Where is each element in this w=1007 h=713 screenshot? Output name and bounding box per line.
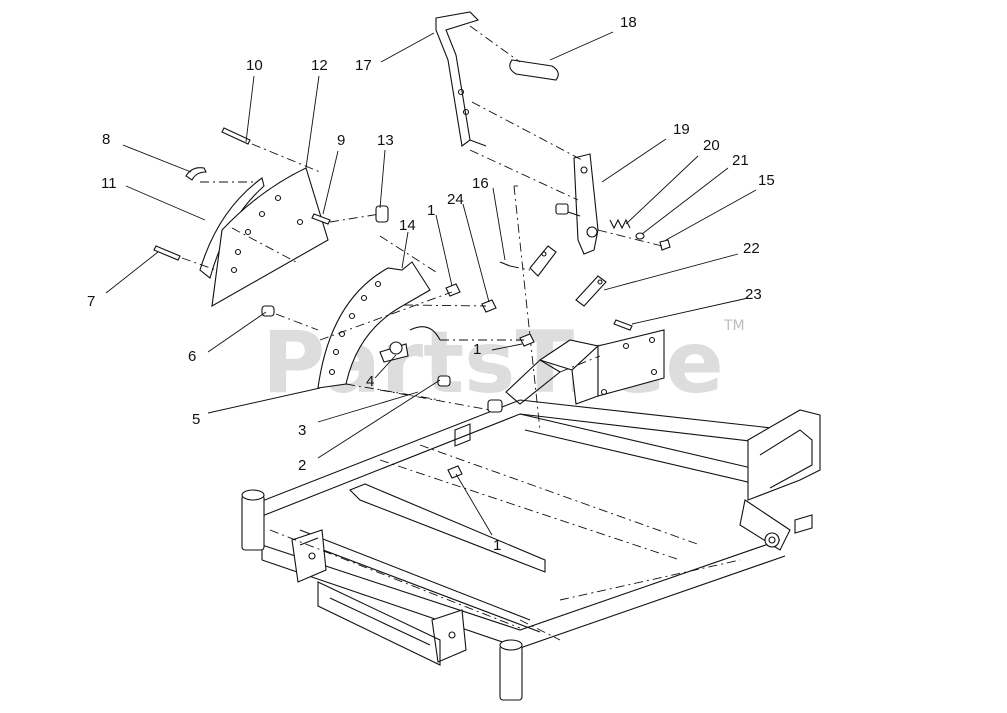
- callout-labels: 18 17 10 12 8 9 13 19 20 21 15 11 16 24 …: [87, 14, 775, 554]
- callout-8: 8: [102, 131, 110, 148]
- callout-7: 7: [87, 293, 95, 310]
- callout-21: 21: [732, 152, 749, 169]
- callout-17: 17: [355, 57, 372, 74]
- handle-assembly: [435, 11, 671, 255]
- callout-23: 23: [745, 286, 762, 303]
- callout-5: 5: [192, 411, 200, 428]
- watermark-trademark: TM: [723, 318, 745, 334]
- callout-1-bottom: 1: [493, 537, 501, 554]
- quadrant-assembly: [153, 127, 535, 479]
- callout-16: 16: [472, 175, 489, 192]
- callout-14: 14: [399, 217, 416, 234]
- callout-20: 20: [703, 137, 720, 154]
- callout-4: 4: [366, 373, 374, 390]
- callout-22: 22: [743, 240, 760, 257]
- callout-9: 9: [337, 132, 345, 149]
- callout-1-mid: 1: [473, 341, 481, 358]
- callout-13: 13: [377, 132, 394, 149]
- mower-frame: [241, 399, 821, 701]
- callout-24: 24: [447, 191, 464, 208]
- callout-10: 10: [246, 57, 263, 74]
- pivot-bracket: [505, 329, 665, 405]
- link-parts: [499, 185, 633, 431]
- callout-12: 12: [311, 57, 328, 74]
- leader-lines: [105, 31, 757, 536]
- callout-19: 19: [673, 121, 690, 138]
- callout-2: 2: [298, 457, 306, 474]
- callout-3: 3: [298, 422, 306, 439]
- callout-15: 15: [758, 172, 775, 189]
- callout-1-top: 1: [427, 202, 435, 219]
- callout-6: 6: [188, 348, 196, 365]
- callout-18: 18: [620, 14, 637, 31]
- callout-11: 11: [101, 175, 117, 192]
